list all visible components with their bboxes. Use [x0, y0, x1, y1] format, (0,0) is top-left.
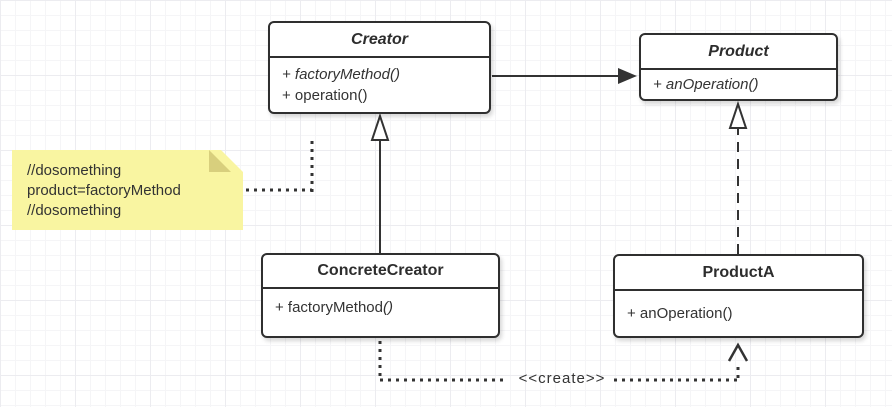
- method-factorymethod: + factoryMethod(): [275, 297, 486, 318]
- class-product-methods: + anOperation(): [641, 70, 836, 99]
- filled-arrowhead-icon: [618, 68, 637, 84]
- edge-generalization-concretecreator-creator[interactable]: [370, 112, 390, 253]
- edge-association-creator-product[interactable]: [492, 68, 637, 84]
- class-concretecreator-title: ConcreteCreator: [263, 255, 498, 289]
- edge-create-dependency[interactable]: [378, 341, 749, 382]
- class-concretecreator-methods: + factoryMethod(): [263, 289, 498, 336]
- note-line: product=factoryMethod: [27, 182, 181, 199]
- open-arrowhead-icon: [727, 342, 749, 362]
- class-creator[interactable]: Creator + factoryMethod() + operation(): [268, 21, 491, 114]
- edge-realization-producta-product[interactable]: [728, 100, 748, 254]
- class-producta-title: ProductA: [615, 256, 862, 291]
- edge-note-anchor[interactable]: [246, 138, 314, 192]
- class-producta[interactable]: ProductA + anOperation(): [613, 254, 864, 338]
- note-line: //dosomething: [27, 202, 122, 219]
- method-operation: + operation(): [282, 87, 368, 104]
- class-creator-methods: + factoryMethod() + operation(): [270, 58, 489, 112]
- method-parens: (): [382, 299, 393, 316]
- create-edge-label: <<create>>: [518, 370, 606, 387]
- method-anoperation: + anOperation(): [627, 305, 733, 322]
- class-product-title: Product: [641, 35, 836, 70]
- hollow-triangle-icon: [728, 100, 748, 129]
- class-product[interactable]: Product + anOperation(): [639, 33, 838, 101]
- class-concretecreator[interactable]: ConcreteCreator + factoryMethod(): [261, 253, 500, 338]
- note-line: //dosomething: [27, 162, 122, 179]
- method-factorymethod: + factoryMethod(): [282, 66, 400, 83]
- sticky-note[interactable]: //dosomething product=factoryMethod //do…: [12, 150, 243, 230]
- method-anoperation: + anOperation(): [653, 76, 759, 93]
- class-producta-methods: + anOperation(): [615, 291, 862, 336]
- hollow-triangle-icon: [370, 112, 390, 141]
- method-text: + factoryMethod: [275, 299, 383, 316]
- class-creator-title: Creator: [270, 23, 489, 58]
